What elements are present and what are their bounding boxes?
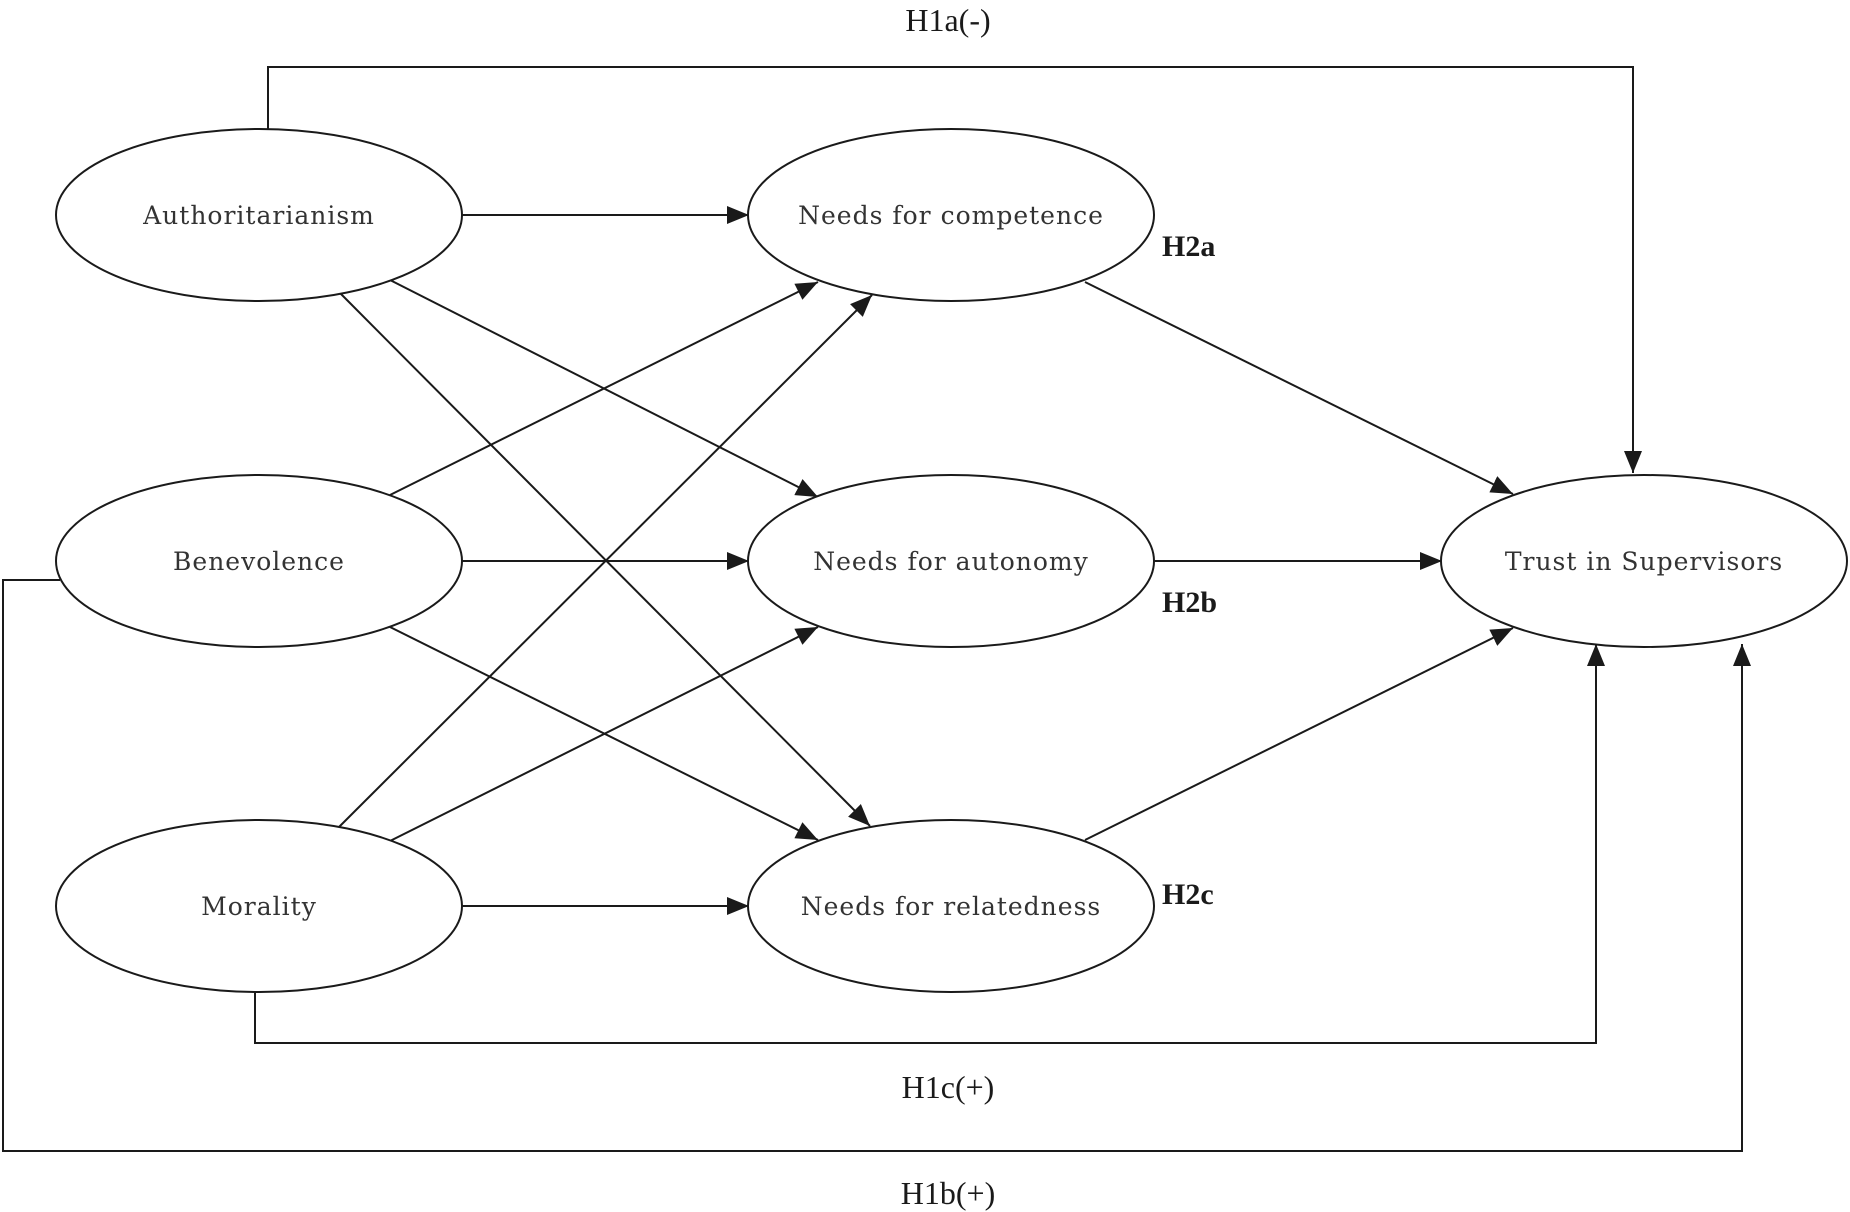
edge-authoritarianism-relatedness (339, 292, 871, 827)
node-trust-in-supervisors: Trust in Supervisors (1440, 474, 1848, 648)
edge-morality-autonomy (389, 626, 819, 842)
edge-morality-competence (337, 294, 873, 829)
node-needs-competence: Needs for competence (747, 128, 1155, 302)
hypothesis-label-h2a: H2a (1162, 230, 1215, 263)
edge-morality-trust (254, 644, 1605, 1044)
node-needs-relatedness: Needs for relatedness (747, 819, 1155, 993)
hypothesis-label-h1a: H1a(-) (905, 2, 990, 38)
node-label: Needs for relatedness (801, 892, 1102, 921)
edge-authoritarianism-trust (267, 66, 1642, 473)
node-authoritarianism: Authoritarianism (55, 128, 463, 302)
node-label: Benevolence (173, 547, 345, 576)
hypothesis-label-h1b: H1b(+) (901, 1175, 995, 1211)
node-morality: Morality (55, 819, 463, 993)
edge-benevolence-trust (2, 579, 1751, 1152)
node-label: Morality (201, 892, 317, 921)
edge-benevolence-competence (389, 281, 819, 496)
node-benevolence: Benevolence (55, 474, 463, 648)
hypothesis-label-h1c: H1c(+) (902, 1069, 995, 1105)
hypothesis-label-h2c: H2c (1162, 878, 1214, 911)
node-label: Needs for competence (798, 201, 1104, 230)
node-label: Authoritarianism (142, 201, 375, 230)
hypothesis-label-h2b: H2b (1162, 586, 1217, 619)
node-label: Trust in Supervisors (1505, 547, 1783, 576)
edge-competence-trust (1084, 281, 1514, 495)
node-needs-autonomy: Needs for autonomy (747, 474, 1155, 648)
edge-relatedness-trust (1084, 627, 1514, 841)
node-label: Needs for autonomy (813, 547, 1089, 576)
